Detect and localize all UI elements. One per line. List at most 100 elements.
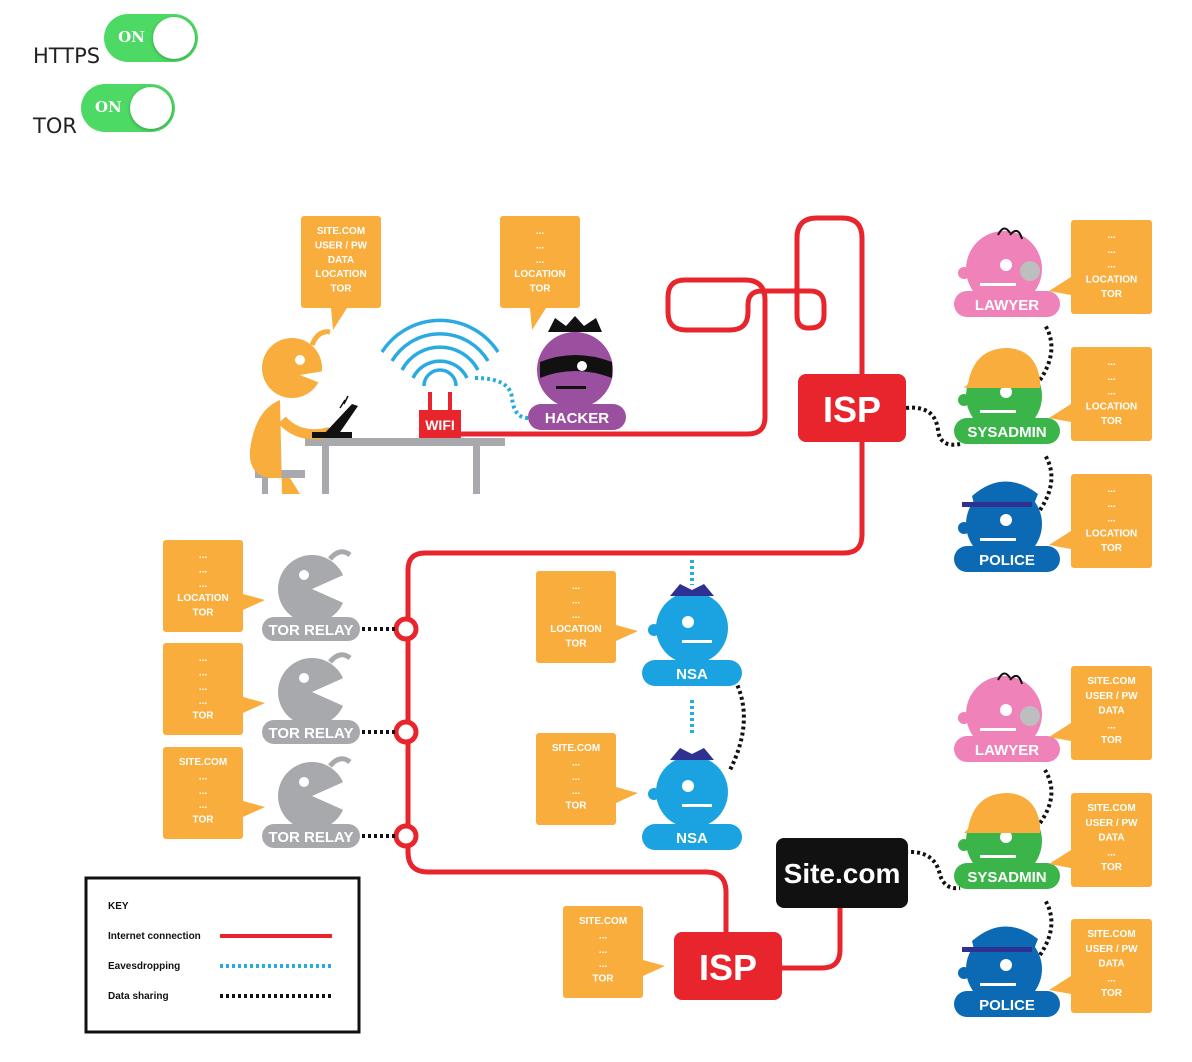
relay-node xyxy=(393,616,419,642)
bubble-line: ... xyxy=(536,240,545,251)
bubble-line: USER / PW xyxy=(315,240,368,251)
isp-top-label: ISP xyxy=(823,389,881,430)
bubble-line: DATA xyxy=(1098,959,1124,970)
eavesdropping-lines xyxy=(474,376,694,735)
bubble-line: TOR xyxy=(1101,543,1123,554)
bubble-line: DATA xyxy=(1098,706,1124,717)
police-figure: POLICE xyxy=(954,481,1060,572)
bubble-line: SITE.COM xyxy=(1087,803,1135,814)
relay-node xyxy=(393,719,419,745)
police-cap-icon xyxy=(972,926,1038,949)
hacker-figure: HACKER xyxy=(528,316,626,430)
bubble-line: USER / PW xyxy=(1085,944,1138,955)
police-cap-icon xyxy=(972,481,1038,504)
bubble-line: ... xyxy=(199,771,208,782)
info-bubble: SITE.COM.........TOR xyxy=(563,906,665,998)
tor-label: TOR xyxy=(33,114,77,138)
bubble-line: ... xyxy=(1107,514,1116,525)
bubble-line: SITE.COM xyxy=(179,757,227,768)
sysadmin-label: SYSADMIN xyxy=(967,424,1046,441)
bubble-line: ... xyxy=(1107,260,1116,271)
bubble-line: LOCATION xyxy=(1086,528,1137,539)
bubble-line: ... xyxy=(199,550,208,561)
bubble-line: ... xyxy=(572,610,581,621)
isp-bottom-label: ISP xyxy=(699,947,757,988)
hair-icon xyxy=(997,672,1023,685)
bubble-line: SITE.COM xyxy=(317,226,365,237)
wifi-router: WIFI xyxy=(380,318,500,438)
isp-top: ISP xyxy=(798,374,906,442)
bubble-line: ... xyxy=(199,564,208,575)
wifi-label: WIFI xyxy=(425,417,455,433)
nsa-figure: NSA xyxy=(642,584,742,686)
hat-icon xyxy=(548,316,602,332)
tor-relay: TOR RELAY xyxy=(262,652,360,744)
police-label: POLICE xyxy=(979,997,1035,1014)
bubble-line: TOR xyxy=(1101,862,1123,873)
sysadmin-figure: SYSADMIN xyxy=(954,348,1060,444)
bubble-line: ... xyxy=(199,696,208,707)
data-sharing-lines xyxy=(362,323,1054,957)
lawyer-figure: LAWYER xyxy=(954,227,1060,317)
laptop-icon xyxy=(322,404,358,438)
bubble-line: ... xyxy=(1107,484,1116,495)
key-title: KEY xyxy=(108,901,129,912)
bubble-line: ... xyxy=(1107,245,1116,256)
bubble-line: SITE.COM xyxy=(1087,676,1135,687)
tor-toggle-row: TOR ON xyxy=(33,84,175,138)
isp-bottom: ISP xyxy=(674,932,782,1000)
nsa-label: NSA xyxy=(676,830,708,847)
bubble-line: ... xyxy=(199,800,208,811)
bubble-line: ... xyxy=(599,945,608,956)
bubble-line: ... xyxy=(199,786,208,797)
sysadmin-label: SYSADMIN xyxy=(967,869,1046,886)
nsa-cap-icon xyxy=(670,584,714,596)
nsa-figure: NSA xyxy=(642,748,742,850)
bubble-line: TOR xyxy=(1101,988,1123,999)
key-legend: KEY Internet connection Eavesdropping Da… xyxy=(84,876,361,1034)
internet-connection-lines xyxy=(405,215,865,971)
key-sharing-label: Data sharing xyxy=(108,991,169,1002)
bubble-line: DATA xyxy=(328,255,354,266)
monocle-icon xyxy=(1020,261,1040,281)
bubble-line: LOCATION xyxy=(514,269,565,280)
lawyer-label: LAWYER xyxy=(975,742,1039,759)
lawyer-label: LAWYER xyxy=(975,297,1039,314)
tor-switch-state: ON xyxy=(94,98,122,116)
bubble-line: TOR xyxy=(566,801,588,812)
lawyer-figure: LAWYER xyxy=(954,672,1060,762)
tor-relay-label: TOR RELAY xyxy=(268,725,353,742)
hardhat-icon xyxy=(964,348,1040,388)
https-label: HTTPS xyxy=(33,44,101,68)
police-label: POLICE xyxy=(979,552,1035,569)
bubble-line: ... xyxy=(572,772,581,783)
https-toggle-row: HTTPS ON xyxy=(33,14,199,68)
https-switch[interactable]: ON xyxy=(104,14,199,62)
tor-relay: TOR RELAY xyxy=(262,756,360,848)
observers-bottom-group: LAWYER SYSADMIN POLICE xyxy=(954,672,1060,1017)
nsa-group: NSA NSA xyxy=(642,584,742,850)
wifi-signal-icon xyxy=(380,318,500,387)
tor-relay: TOR RELAY xyxy=(262,549,360,641)
bubble-line: ... xyxy=(199,667,208,678)
bubble-line: ... xyxy=(599,930,608,941)
bubble-line: ... xyxy=(572,757,581,768)
site-label: Site.com xyxy=(784,858,901,889)
police-figure: POLICE xyxy=(954,926,1060,1017)
hair-icon xyxy=(997,227,1023,240)
bubble-line: TOR xyxy=(1101,289,1123,300)
bubble-line: ... xyxy=(199,682,208,693)
desk xyxy=(305,438,505,446)
bubble-line: ... xyxy=(1107,847,1116,858)
bubble-line: ... xyxy=(572,786,581,797)
bubble-line: ... xyxy=(1107,372,1116,383)
bubble-line: LOCATION xyxy=(315,269,366,280)
tor-switch[interactable]: ON xyxy=(80,84,175,132)
